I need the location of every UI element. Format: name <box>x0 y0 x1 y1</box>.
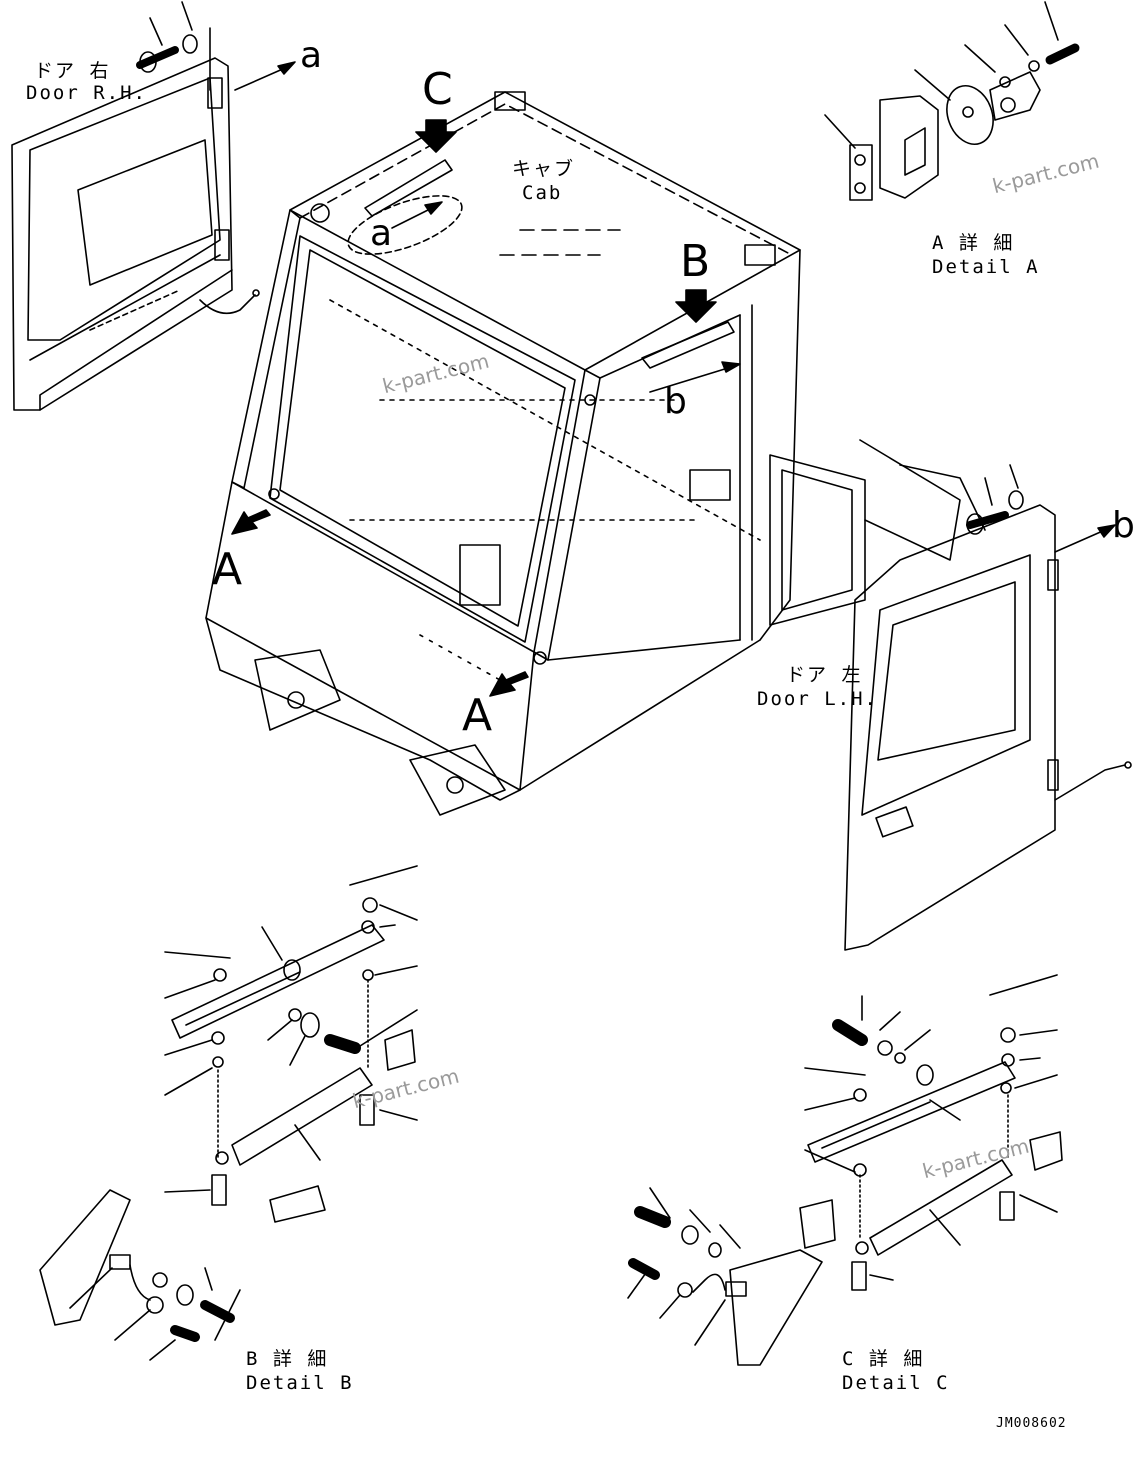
arrows <box>231 61 1116 697</box>
marker-a-pointer-right: A <box>462 690 493 741</box>
detail-c-label-en: Detail C <box>842 1372 950 1394</box>
door-lh-label-en: Door L.H. <box>757 688 878 710</box>
detail-a-label-jp: A 詳 細 <box>932 232 1015 254</box>
marker-a-pointer-left: A <box>212 544 243 595</box>
door-lh <box>844 464 1132 951</box>
marker-c-pointer: C <box>422 64 453 115</box>
detail-a-label-en: Detail A <box>932 256 1040 278</box>
cab-frame <box>205 91 986 816</box>
door-rh <box>11 1 260 411</box>
door-lh-label-jp: ドア 左 <box>786 664 863 686</box>
marker-b-cab: b <box>664 381 687 422</box>
marker-a-door: a <box>300 35 323 76</box>
marker-b-door: b <box>1112 505 1135 546</box>
detail-b-label-jp: B 詳 細 <box>246 1348 329 1370</box>
cab-label-jp: キャブ <box>512 158 576 180</box>
detail-c-label-jp: C 詳 細 <box>842 1348 925 1370</box>
cab-label-en: Cab <box>522 182 563 204</box>
detail-b-label-en: Detail B <box>246 1372 354 1394</box>
marker-a-cab: a <box>370 213 393 254</box>
door-rh-label-en: Door R.H. <box>26 82 147 104</box>
detail-b-parts <box>39 865 418 1361</box>
drawing-code: JM008602 <box>996 1416 1067 1431</box>
detail-a-parts <box>824 1 1080 201</box>
marker-b-pointer: B <box>680 236 711 287</box>
detail-c-parts <box>627 974 1063 1366</box>
door-rh-label-jp: ドア 右 <box>34 60 111 82</box>
